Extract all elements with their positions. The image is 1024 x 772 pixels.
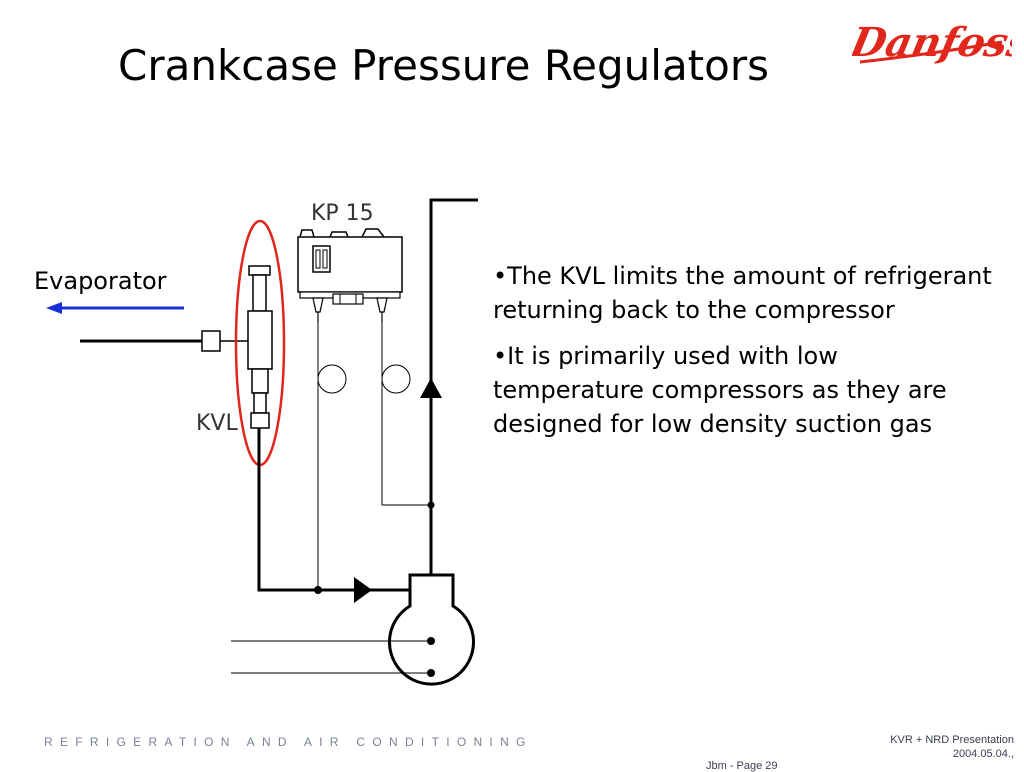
kvl-inlet-fitting: [201, 330, 221, 352]
bullet-item-1: •The KVL limits the amount of refrigeran…: [493, 262, 992, 324]
bullet-list: •The KVL limits the amount of refrigeran…: [493, 259, 993, 453]
discharge-junction-dot: [427, 501, 435, 509]
footer-info: KVR + NRD Presentation 2004.05.04.,: [890, 733, 1014, 761]
evaporator-label: Evaporator: [34, 267, 167, 295]
discharge-arrow: [420, 378, 442, 398]
kp15-label: KP 15: [311, 201, 374, 226]
slide-title: Crankcase Pressure Regulators: [118, 41, 769, 90]
logo-swoosh: [859, 40, 1003, 64]
capillary-coil-1: [317, 364, 347, 394]
flow-arrow-blue: [46, 302, 184, 314]
footer-tagline: REFRIGERATION AND AIR CONDITIONING: [44, 735, 533, 749]
kvl-valve: [247, 265, 273, 429]
kvl-outlet-line: [257, 428, 410, 592]
compressor: [388, 573, 475, 686]
kvl-label: KVL: [196, 411, 238, 436]
bullet-item-2: •It is primarily used with low temperatu…: [493, 342, 947, 438]
hp-capillary: [381, 322, 431, 506]
kp15-pressure-switch: [297, 228, 403, 322]
capillary-coil-2: [381, 364, 411, 394]
footer-presentation: KVR + NRD Presentation: [890, 734, 1014, 746]
discharge-line: [429, 198, 478, 575]
logo-text: Danfoss: [852, 18, 1012, 65]
footer-date: 2004.05.04.,: [952, 748, 1014, 760]
flow-direction-arrow: [354, 577, 372, 603]
danfoss-logo: Danfoss: [852, 18, 1012, 65]
footer-page: Jbm - Page 29: [706, 760, 778, 772]
